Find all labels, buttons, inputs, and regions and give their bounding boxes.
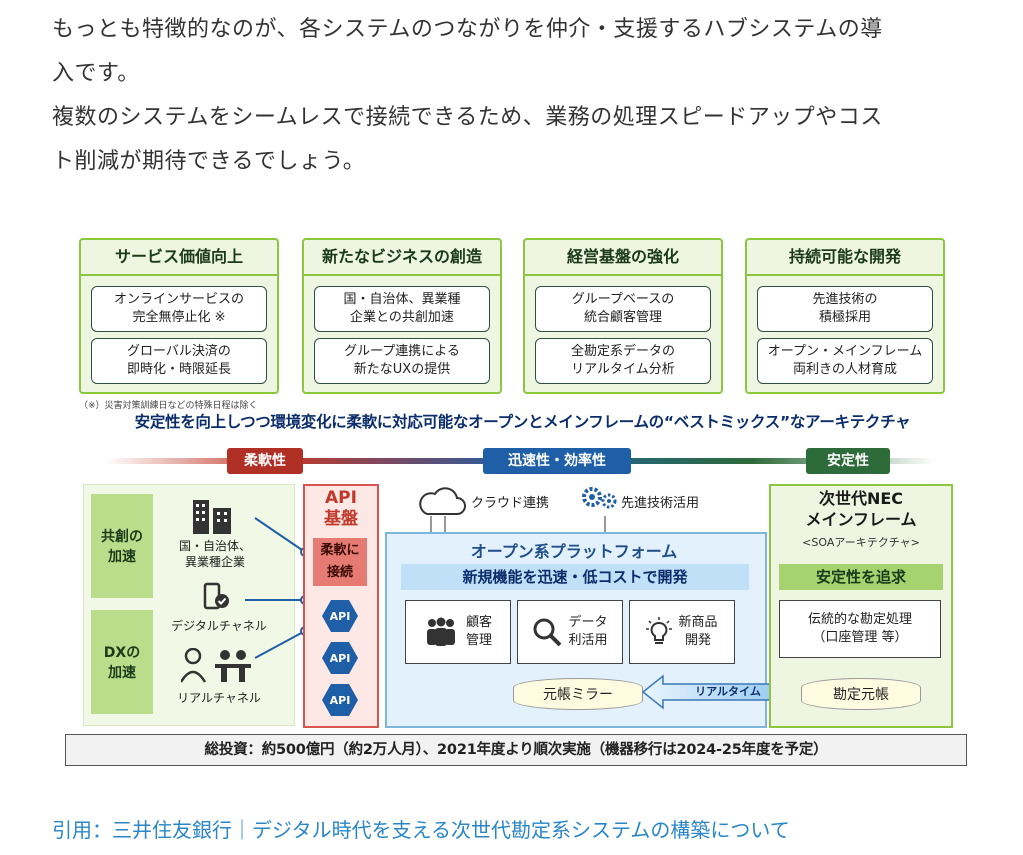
headline: 安定性を向上しつつ環境変化に柔軟に対応可能なオープンとメインフレームの“ベストミ…	[134, 413, 911, 431]
people-icon	[426, 617, 455, 646]
footnote: （※）災害対策訓練日などの特殊日程は除く	[79, 401, 258, 411]
goal-item: グループベースの 統合顧客管理	[535, 286, 711, 332]
realtime-label: リアルタイム	[695, 685, 761, 698]
mainframe-sub: <SOAアーキテクチャ>	[802, 536, 920, 549]
open-platform-title: オープン系プラットフォーム	[470, 542, 678, 561]
magnifier-icon	[533, 618, 562, 647]
cloud-icon	[419, 487, 466, 515]
goal-item: 全勘定系データの リアルタイム分析	[535, 338, 711, 384]
building-icon	[193, 500, 231, 534]
cloud-link-label: クラウド連携	[471, 496, 550, 511]
kyoso-label: 共創の 加速	[91, 494, 153, 598]
architecture-figure: サービス価値向上 オンラインサービスの 完全無停止化 ※ グローバル決済の 即時…	[65, 238, 980, 770]
smartphone-icon	[203, 582, 229, 610]
goal-card-sustainable: 持続可能な開発 先進技術の 積極採用 オープン・メインフレーム 両利きの人材育成	[745, 238, 945, 394]
goal-title: サービス価値向上	[81, 240, 277, 276]
tag-stability: 安定性	[806, 448, 890, 474]
feature-product: 新商品 開発	[629, 600, 735, 664]
citation-link[interactable]: 引用：三井住友銀行｜デジタル時代を支える次世代勘定系システムの構築について	[52, 818, 790, 842]
updown-arrows	[430, 516, 606, 532]
people-counter-icon	[181, 648, 251, 683]
partners-label: 国・自治体、 異業種企業	[178, 539, 251, 569]
intro-line-3: 複数のシステムをシームレスで接続できるため、業務の処理スピードアップやコス	[52, 105, 883, 130]
goal-item: オープン・メインフレーム 両利きの人材育成	[757, 338, 933, 384]
intro-line-2: 入です。	[52, 61, 140, 86]
intro-line-4: ト削減が期待できるでしょう。	[52, 149, 366, 174]
feature-label: データ 利活用	[568, 615, 608, 648]
goal-item: グループ連携による 新たなUXの提供	[314, 338, 490, 384]
feature-data: データ 利活用	[517, 600, 623, 664]
dx-label: DXの 加速	[91, 610, 153, 714]
traditional-processing: 伝統的な勘定処理 （口座管理 等）	[779, 600, 941, 658]
feature-label: 顧客 管理	[465, 615, 492, 648]
goal-card-management: 経営基盤の強化 グループベースの 統合顧客管理 全勘定系データの リアルタイム分…	[523, 238, 723, 394]
goal-title: 新たなビジネスの創造	[304, 240, 500, 276]
open-platform-band: 新規機能を迅速・低コストで開発	[401, 564, 749, 590]
tag-flexible: 柔軟性	[227, 448, 303, 474]
goal-card-service: サービス価値向上 オンラインサービスの 完全無停止化 ※ グローバル決済の 即時…	[79, 238, 279, 394]
ledger-mirror: 元帳ミラー	[513, 678, 643, 710]
lightbulb-icon	[646, 617, 673, 644]
goal-item: オンラインサービスの 完全無停止化 ※	[91, 286, 267, 332]
digital-channel-label: デジタルチャネル	[171, 619, 267, 633]
goal-title: 持続可能な開発	[747, 240, 943, 276]
feature-customer: 顧客 管理	[405, 600, 511, 664]
intro-line-1: もっとも特徴的なのが、各システムのつながりを仲介・支援するハブシステムの導	[52, 17, 883, 42]
goal-item: 先進技術の 積極採用	[757, 286, 933, 332]
mainframe-title: 次世代NEC メインフレーム	[805, 489, 917, 529]
gear-icon	[582, 487, 617, 509]
api-flexible-connect: 柔軟に 接続	[313, 538, 367, 586]
real-channel-label: リアルチャネル	[177, 691, 261, 705]
goal-item: グローバル決済の 即時化・時限延長	[91, 338, 267, 384]
goal-card-business: 新たなビジネスの創造 国・自治体、異業種 企業との共創加速 グループ連携による …	[302, 238, 502, 394]
api-platform-title: API 基盤	[324, 488, 358, 529]
feature-label: 新商品 開発	[678, 615, 718, 648]
investment-bar: 総投資：約500億円（約2万人月）、2021年度より順次実施（機器移行は2024…	[65, 734, 967, 766]
tag-speed: 迅速性・効率性	[483, 448, 631, 474]
goal-title: 経営基盤の強化	[525, 240, 721, 276]
advanced-tech-label: 先進技術活用	[621, 496, 700, 511]
mainframe-band: 安定性を追求	[779, 564, 943, 590]
goal-item: 国・自治体、異業種 企業との共創加速	[314, 286, 490, 332]
ledger: 勘定元帳	[801, 678, 921, 710]
